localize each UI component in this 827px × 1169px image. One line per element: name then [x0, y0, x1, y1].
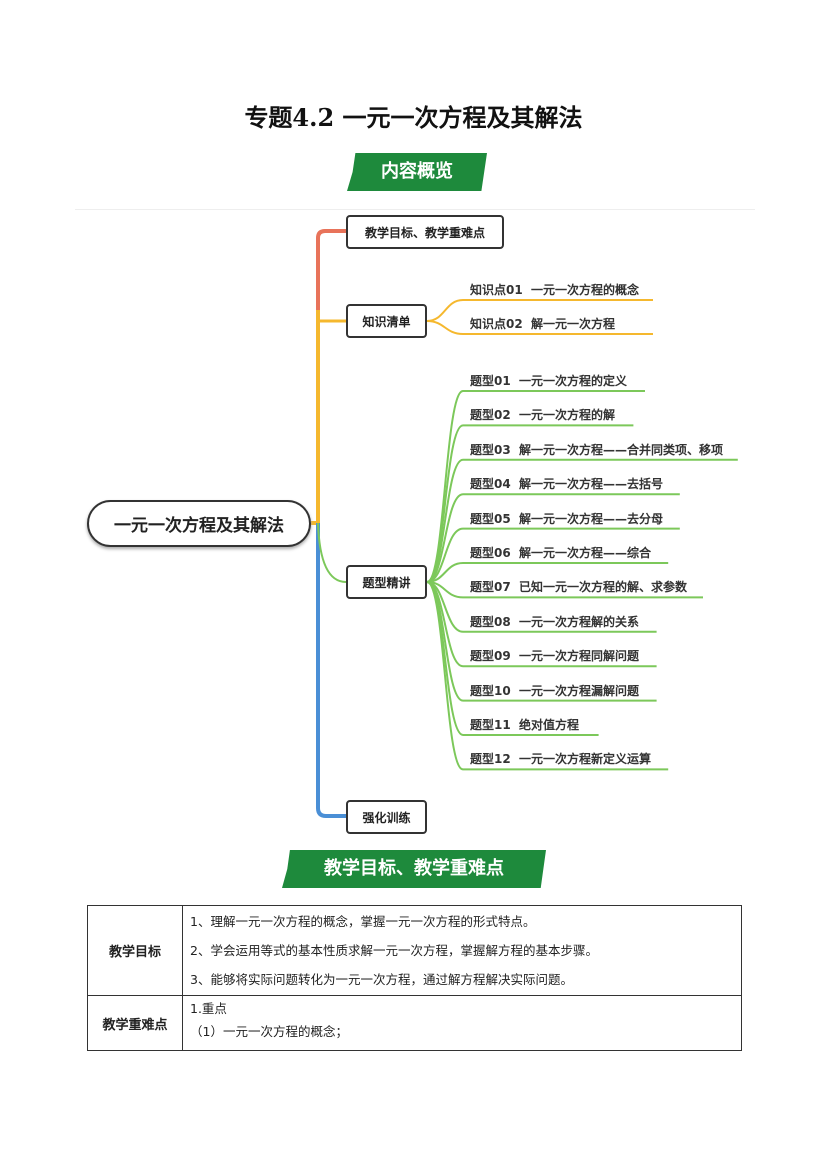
leaf-item: 知识点02 解一元一次方程 [470, 317, 616, 331]
leaf-connector [426, 581, 669, 771]
divider [75, 209, 755, 210]
goal-item: 1、理解一元一次方程的概念，掌握一元一次方程的形式特点。 [190, 914, 536, 929]
goal-cell: 1、理解一元一次方程的概念，掌握一元一次方程的形式特点。 2、学会运用等式的基本… [182, 905, 742, 996]
leaf-item: 题型11 绝对值方程 [470, 718, 580, 732]
leaf-item: 题型09 一元一次方程同解问题 [470, 649, 640, 664]
trunk-red [316, 229, 346, 310]
leaf-item: 题型05 解一元一次方程——去分母 [470, 511, 664, 526]
leaf-connector [426, 299, 653, 322]
leaf-item: 题型01 一元一次方程的定义 [470, 374, 628, 388]
leaf-connector [426, 562, 669, 583]
leaf-connector [426, 527, 680, 583]
overview-banner: 内容概览 [347, 153, 487, 191]
goal-item: 2、学会运用等式的基本性质求解一元一次方程，掌握解方程的基本步骤。 [190, 943, 598, 958]
leaf-item: 题型12 一元一次方程新定义运算 [470, 752, 652, 767]
mindmap-root: 一元一次方程及其解法 [87, 500, 311, 547]
branch-knowledge: 知识清单 [346, 304, 427, 338]
leaf-item: 知识点01 一元一次方程的概念 [470, 283, 640, 297]
key-item: （1）一元一次方程的概念； [190, 1024, 348, 1039]
link-types [317, 522, 347, 583]
branch-goals: 教学目标、教学重难点 [346, 215, 504, 249]
leaf-item: 题型10 一元一次方程漏解问题 [470, 683, 640, 698]
goal-label: 教学目标 [87, 905, 183, 996]
leaf-connector [426, 458, 738, 583]
trunk-blue [316, 523, 346, 818]
goals-banner: 教学目标、教学重难点 [282, 850, 546, 888]
table-row: 教学目标 1、理解一元一次方程的概念，掌握一元一次方程的形式特点。 2、学会运用… [87, 905, 742, 996]
trunk-yellow [311, 310, 320, 525]
leaf-item: 题型06 解一元一次方程——综合 [470, 546, 652, 560]
key-cell: 1.重点 （1）一元一次方程的概念； [182, 995, 742, 1051]
goals-table: 教学目标 1、理解一元一次方程的概念，掌握一元一次方程的形式特点。 2、学会运用… [87, 905, 742, 1051]
leaf-item: 题型08 一元一次方程解的关系 [470, 614, 640, 629]
leaf-item: 题型07 已知一元一次方程的解、求参数 [470, 580, 688, 595]
key-item: 1.重点 [190, 1001, 227, 1016]
table-row: 教学重难点 1.重点 （1）一元一次方程的概念； [87, 995, 742, 1051]
leaf-connector [426, 320, 653, 335]
page-title: 专题4.2 一元一次方程及其解法 [244, 103, 583, 132]
branch-training: 强化训练 [346, 800, 427, 834]
branch-types: 题型精讲 [346, 565, 427, 599]
goal-item: 3、能够将实际问题转化为一元一次方程，通过解方程解决实际问题。 [190, 972, 573, 987]
key-label: 教学重难点 [87, 995, 183, 1051]
leaf-item: 题型04 解一元一次方程——去括号 [470, 477, 664, 492]
leaf-connector [426, 493, 680, 583]
leaf-item: 题型03 解一元一次方程——合并同类项、移项 [470, 442, 724, 457]
leaf-item: 题型02 一元一次方程的解 [470, 408, 616, 423]
